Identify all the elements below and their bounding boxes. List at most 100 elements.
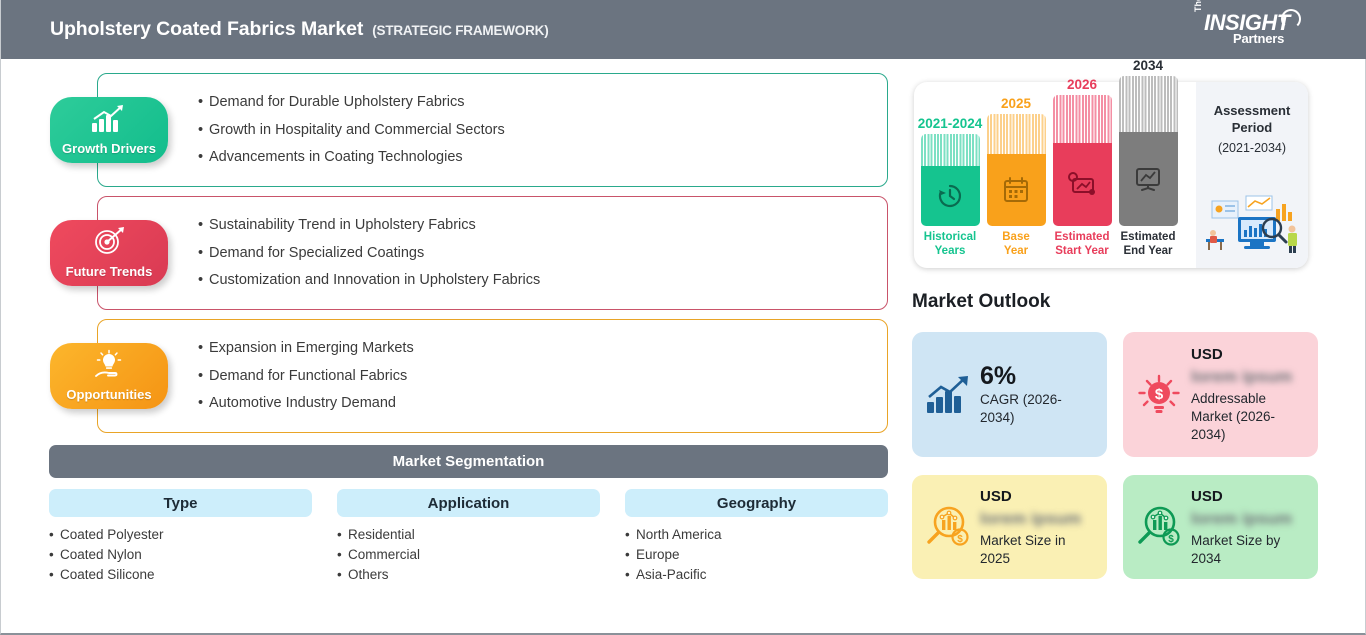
settings-monitor-icon <box>1052 143 1112 226</box>
card-label: Market Size by 2034 <box>1191 532 1281 566</box>
segmentation-column-application: Application Residential Commercial Other… <box>337 489 600 585</box>
currency-label: USD <box>1191 346 1223 363</box>
svg-text:$: $ <box>1155 386 1164 403</box>
list-item: Demand for Specialized Coatings <box>198 239 540 267</box>
page-title: Upholstery Coated Fabrics Market <box>50 18 364 40</box>
list-item: Coated Silicone <box>49 565 312 585</box>
page-header: Upholstery Coated Fabrics Market (STRATE… <box>1 0 1366 59</box>
driver-box-opportunities: Expansion in Emerging Markets Demand for… <box>97 319 888 433</box>
blurred-value: lorem ipsum <box>1191 508 1293 528</box>
card-market-size-2034-body: USD lorem ipsum Market Size by 2034 <box>1191 487 1307 568</box>
blurred-value: lorem ipsum <box>1191 367 1293 386</box>
bar-year-label: 2034 <box>1132 58 1164 73</box>
bar-stripe-top <box>986 114 1046 154</box>
calendar-icon <box>986 154 1046 226</box>
segmentation-column-list: Residential Commercial Others <box>337 525 600 585</box>
analytics-dashboard-illustration <box>1202 195 1302 262</box>
logo-the-text: The <box>1193 0 1203 12</box>
card-market-size-2025-body: USD lorem ipsum Market Size in 2025 <box>980 487 1096 568</box>
bar-shape <box>986 114 1046 226</box>
card-addressable-market-body: USD lorem ipsum Addressable Market (2026… <box>1191 345 1307 444</box>
cagr-value: 6% <box>980 362 1017 390</box>
list-item: Sustainability Trend in Upholstery Fabri… <box>198 212 540 240</box>
market-outlook-title: Market Outlook <box>912 291 1051 312</box>
assessment-years: (2021-2034) <box>1217 141 1287 155</box>
bar-shape <box>1052 95 1112 226</box>
header-title-group: Upholstery Coated Fabrics Market (STRATE… <box>50 18 549 41</box>
bar-stripe-top <box>920 134 980 166</box>
bar-shape <box>1118 76 1178 226</box>
card-cagr[interactable]: 6% CAGR (2026-2034) <box>912 332 1107 457</box>
list-item: Demand for Durable Upholstery Fabrics <box>198 89 505 117</box>
magnifier-chart-dollar-icon: $ <box>923 503 973 551</box>
badge-growth-drivers[interactable]: Growth Drivers <box>50 97 168 163</box>
segmentation-column-header: Geography <box>625 489 888 517</box>
lightbulb-hand-icon <box>90 349 128 386</box>
segmentation-column-type: Type Coated Polyester Coated Nylon Coate… <box>49 489 312 585</box>
left-column: Demand for Durable Upholstery Fabrics Gr… <box>1 59 906 635</box>
card-label: Addressable Market (2026-2034) <box>1191 391 1276 442</box>
list-item: Demand for Functional Fabrics <box>198 362 414 390</box>
card-addressable-market[interactable]: $ USD lorem ipsum Addressable Market (20… <box>1123 332 1318 457</box>
insight-partners-logo: The INSIGHT Partners <box>1193 0 1305 51</box>
svg-text:$: $ <box>1168 534 1174 545</box>
list-item: Customization and Innovation in Upholste… <box>198 267 540 295</box>
list-item: Asia-Pacific <box>625 565 888 585</box>
list-item: Automotive Industry Demand <box>198 390 414 418</box>
logo-insight-text: INSIGHT <box>1204 10 1290 35</box>
bar-chart-up-icon <box>89 103 129 138</box>
list-item: Europe <box>625 545 888 565</box>
lightbulb-dollar-icon: $ <box>1134 372 1184 418</box>
bar-year-label: 2026 <box>1066 77 1098 92</box>
segmentation-column-geography: Geography North America Europe Asia-Paci… <box>625 489 888 585</box>
market-segmentation-columns: Type Coated Polyester Coated Nylon Coate… <box>49 489 888 585</box>
driver-box-future-trends: Sustainability Trend in Upholstery Fabri… <box>97 196 888 310</box>
currency-label: USD <box>1191 487 1223 505</box>
bar-stripe-top <box>1052 95 1112 143</box>
driver-box-growth-drivers: Demand for Durable Upholstery Fabrics Gr… <box>97 73 888 187</box>
segmentation-column-header: Application <box>337 489 600 517</box>
bar-chart-arrow-icon <box>923 375 973 415</box>
bar-year-label: 2021-2024 <box>917 116 983 131</box>
card-cagr-body: 6% CAGR (2026-2034) <box>980 362 1096 427</box>
card-market-size-2025[interactable]: $ USD lorem ipsum Market Size in 2025 <box>912 475 1107 579</box>
blurred-value: lorem ipsum <box>980 508 1082 528</box>
card-label: Market Size in 2025 <box>980 532 1066 566</box>
list-item: Commercial <box>337 545 600 565</box>
list-item: Expansion in Emerging Markets <box>198 335 414 363</box>
cagr-label: CAGR (2026-2034) <box>980 392 1062 425</box>
card-market-size-2034[interactable]: $ USD lorem ipsum Market Size by 2034 <box>1123 475 1318 579</box>
list-item: Advancements in Coating Technologies <box>198 144 505 172</box>
bar-shape <box>920 134 980 226</box>
bar-stripe-top <box>1118 76 1178 132</box>
logo-arc-icon <box>1281 9 1301 29</box>
badge-future-trends[interactable]: Future Trends <box>50 220 168 286</box>
market-segmentation-header: Market Segmentation <box>49 445 888 478</box>
list-item: Growth in Hospitality and Commercial Sec… <box>198 116 505 144</box>
segmentation-column-list: Coated Polyester Coated Nylon Coated Sil… <box>49 525 312 585</box>
magnifier-chart-dollar-icon: $ <box>1134 503 1184 551</box>
svg-text:$: $ <box>957 534 963 545</box>
badge-label: Opportunities <box>66 387 152 402</box>
assessment-title-line2: Period <box>1231 120 1273 135</box>
presentation-screen-icon <box>1118 132 1178 226</box>
page-subtitle: (STRATEGIC FRAMEWORK) <box>372 23 549 38</box>
badge-opportunities[interactable]: Opportunities <box>50 343 168 409</box>
badge-label: Future Trends <box>65 264 153 279</box>
segmentation-column-list: North America Europe Asia-Pacific <box>625 525 888 585</box>
currency-label: USD <box>980 487 1012 505</box>
list-item: Others <box>337 565 600 585</box>
driver-list-growth-drivers: Demand for Durable Upholstery Fabrics Gr… <box>198 89 505 172</box>
driver-list-opportunities: Expansion in Emerging Markets Demand for… <box>198 335 414 418</box>
list-item: North America <box>625 525 888 545</box>
